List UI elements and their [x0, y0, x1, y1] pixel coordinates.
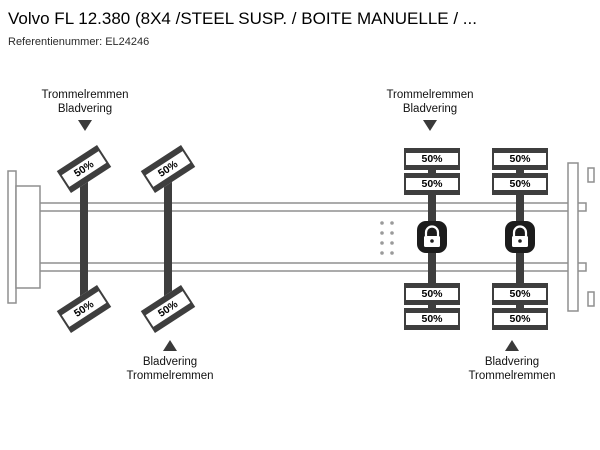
tyre-tread-value: 50% [509, 177, 531, 190]
annotation-line-suspension: Bladvering [142, 356, 198, 368]
tyre-tread-value: 50% [71, 298, 96, 320]
tyre-rear-axle1-top-outer: 50% [404, 148, 460, 170]
annotation-rear-top: Trommelremmen Bladvering [386, 88, 473, 116]
annotation-front-bottom: Bladvering Trommelremmen [126, 355, 213, 383]
annotation-line-brakes: Trommelremmen [41, 89, 129, 101]
front-axle-2 [164, 163, 172, 313]
tyre-rear-axle2-top-inner: 50% [492, 173, 548, 195]
tyre-tread-value: 50% [421, 312, 443, 325]
annotation-line-brakes: Trommelremmen [468, 370, 556, 382]
tyre-tread-value: 50% [71, 158, 96, 180]
diff-lock-icon [505, 221, 535, 253]
diff-lock-icon [417, 221, 447, 253]
page-title: Volvo FL 12.380 (8X4 /STEEL SUSP. / BOIT… [8, 9, 477, 28]
front-bumper [7, 170, 41, 304]
annotation-front-top: Trommelremmen Bladvering [41, 88, 128, 116]
tyre-rear-axle2-bottom-outer: 50% [492, 308, 548, 330]
rivet-dots [380, 221, 394, 255]
tyre-rear-axle1-bottom-outer: 50% [404, 308, 460, 330]
tyre-tread-value: 50% [421, 177, 443, 190]
front-axle-1 [80, 163, 88, 313]
arrow-down-icon [423, 120, 437, 131]
annotation-line-suspension: Bladvering [57, 103, 113, 115]
tyre-tread-value: 50% [421, 152, 443, 165]
annotation-line-brakes: Trommelremmen [126, 370, 214, 382]
tyre-tread-value: 50% [421, 287, 443, 300]
annotation-line-suspension: Bladvering [402, 103, 458, 115]
tyre-rear-axle2-top-outer: 50% [492, 148, 548, 170]
tyre-tread-value: 50% [155, 298, 180, 320]
tyre-tread-value: 50% [509, 287, 531, 300]
annotation-line-suspension: Bladvering [484, 356, 540, 368]
arrow-up-icon [163, 340, 177, 351]
tyre-tread-value: 50% [155, 158, 180, 180]
annotation-rear-bottom: Bladvering Trommelremmen [468, 355, 555, 383]
tyre-tread-value: 50% [509, 152, 531, 165]
header: Volvo FL 12.380 (8X4 /STEEL SUSP. / BOIT… [8, 8, 592, 49]
tyre-tread-value: 50% [509, 312, 531, 325]
tyre-rear-axle1-top-inner: 50% [404, 173, 460, 195]
tyre-rear-axle1-bottom-inner: 50% [404, 283, 460, 305]
arrow-up-icon [505, 340, 519, 351]
annotation-line-brakes: Trommelremmen [386, 89, 474, 101]
tyre-rear-axle2-bottom-inner: 50% [492, 283, 548, 305]
reference-number: Referentienummer: EL24246 [8, 36, 150, 48]
rear-crossmember [567, 162, 595, 312]
chassis-rails [33, 202, 587, 272]
arrow-down-icon [78, 120, 92, 131]
